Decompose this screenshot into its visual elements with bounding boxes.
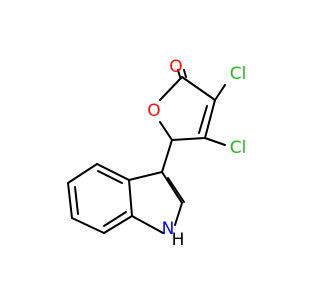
bond-benz-c7-c7a: [103, 215, 133, 234]
bond-pyrrole-c3-c2: [161, 171, 183, 204]
bond-c3-c4: [204, 99, 216, 139]
bond-benz-c3a-c4-inner: [97, 170, 123, 184]
bond-pyrrole-c3-c3a: [128, 171, 163, 181]
bond-c3-cl: [214, 84, 226, 101]
bond-c3-c4-inner: [198, 105, 208, 134]
bond-pyrrole-c2-n: [174, 202, 183, 226]
atom-label-carbonyl-oxygen: O: [169, 57, 182, 77]
bond-c5-indole: [161, 139, 173, 173]
atom-label-hydrogen: H: [172, 230, 185, 250]
bond-benz-c5-c6-inner: [74, 186, 79, 215]
bond-lines: [67, 69, 226, 234]
bond-c5-o1: [159, 121, 173, 141]
bond-carbonyl-a: [177, 69, 181, 78]
bond-c4-c5: [171, 137, 206, 141]
bond-benz-c6-c7: [71, 217, 105, 234]
atom-labels: O O Cl Cl N H: [147, 57, 246, 250]
bond-benz-c3a-c4: [96, 163, 130, 181]
atom-label-nitrogen: N: [162, 219, 175, 239]
structure-drawing: O O Cl Cl N H: [67, 57, 246, 250]
bond-pyrrole-c3-c2-inner: [167, 177, 185, 203]
bond-benz-c4-c5: [67, 163, 98, 184]
bond-benz-c7-c7a-inner: [103, 211, 127, 227]
bond-pyrrole-n-c7a: [131, 215, 164, 234]
bond-o1-c2: [159, 76, 183, 101]
bond-carbonyl-b: [183, 69, 187, 78]
bond-benz-c3a-c7a: [128, 179, 133, 217]
bond-c2-c3: [181, 76, 216, 101]
atom-label-ring-oxygen: O: [147, 101, 160, 121]
atom-label-chlorine-b: Cl: [230, 138, 247, 158]
atom-label-chlorine-a: Cl: [230, 64, 247, 84]
bond-benz-c5-c6: [67, 182, 73, 219]
bond-c4-cl: [204, 137, 226, 146]
